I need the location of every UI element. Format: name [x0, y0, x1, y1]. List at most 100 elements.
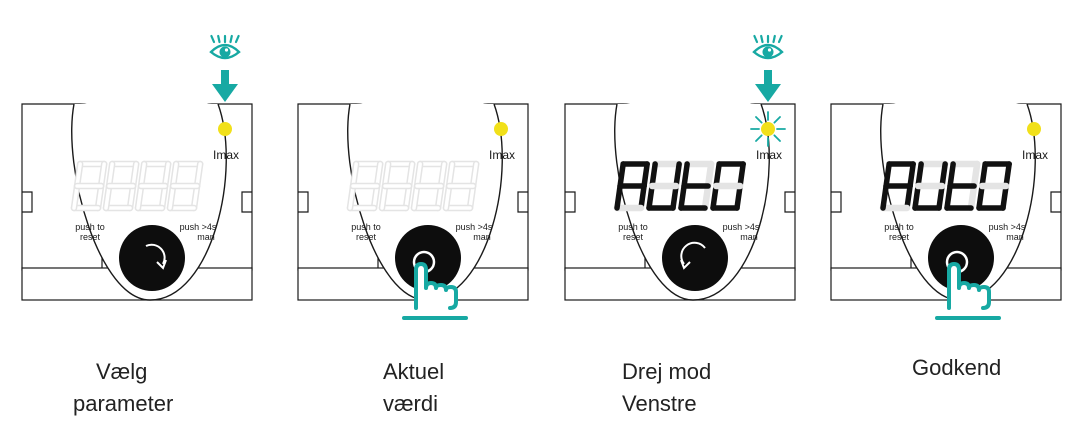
- push-man-label: push >4s: [456, 222, 493, 232]
- led-ray: [773, 116, 781, 124]
- display: [346, 160, 480, 212]
- push-man-label: push >4s: [180, 222, 217, 232]
- rotary-knob: [662, 225, 728, 291]
- segment-e: [614, 183, 623, 211]
- segment-inner-f: [351, 162, 358, 188]
- segment-inner-b: [439, 162, 446, 188]
- segment-inner-b: [131, 162, 138, 188]
- segment-e: [976, 183, 985, 211]
- segment-b: [737, 161, 746, 189]
- segment-inner-b: [99, 162, 106, 188]
- eye-lash: [217, 34, 221, 44]
- housing-notch-right: [784, 191, 795, 213]
- display-digit: [710, 161, 746, 211]
- segment-c: [701, 182, 712, 212]
- segment-f: [681, 161, 690, 189]
- segment-b: [641, 161, 650, 189]
- segment-b: [1003, 161, 1012, 189]
- segment-inner-b: [195, 162, 202, 188]
- imax-led: [218, 122, 232, 136]
- segment-c: [936, 183, 945, 211]
- eye-lash: [753, 34, 759, 44]
- imax-led: [494, 122, 508, 136]
- segment-inner-c: [160, 184, 167, 210]
- segment-inner-e: [444, 184, 451, 210]
- segment-inner-f: [383, 162, 390, 188]
- segment-c: [904, 183, 913, 211]
- arrow-head: [755, 84, 781, 102]
- display-digit: [613, 161, 650, 212]
- segment-inner-e: [72, 184, 79, 210]
- rotate-arc: [680, 241, 706, 265]
- segment-c: [670, 183, 679, 211]
- segment-c: [967, 182, 978, 212]
- segment-inner-c: [436, 184, 443, 210]
- arrow-shaft: [221, 70, 229, 88]
- imax-label: Imax: [213, 148, 239, 162]
- arrow-down-icon: [755, 70, 781, 102]
- segment-f: [713, 161, 722, 189]
- hand-outline: [414, 262, 458, 310]
- segment-e: [880, 183, 889, 211]
- segment-f: [979, 161, 988, 189]
- segment-inner-b: [163, 162, 170, 188]
- segment-f: [617, 161, 626, 189]
- segment-inner-e: [104, 184, 111, 210]
- push-man-label: man: [1006, 232, 1024, 242]
- caption-line: Venstre: [622, 391, 697, 416]
- eye-glint: [224, 48, 229, 52]
- imax-label: Imax: [756, 148, 782, 162]
- segment-inner-e: [168, 184, 175, 210]
- eye-lash: [777, 34, 783, 44]
- imax-label: Imax: [489, 148, 515, 162]
- caption-line: parameter: [73, 391, 174, 416]
- hand-outline: [947, 262, 991, 310]
- segment-e: [678, 183, 687, 211]
- push-to-reset-label: reset: [356, 232, 377, 242]
- display-digit: [944, 160, 981, 212]
- housing-notch-left: [565, 191, 576, 213]
- housing-notch-left: [22, 191, 33, 213]
- segment-inner-c: [96, 184, 103, 210]
- eye-pupil: [762, 46, 774, 58]
- caption-line: Godkend: [912, 355, 1002, 380]
- display-digit: [166, 160, 204, 212]
- push-to-reset-label: push to: [75, 222, 105, 232]
- segment-inner-e: [412, 184, 419, 210]
- display-digit: [410, 160, 448, 212]
- segment-inner-c: [128, 184, 135, 210]
- caption-line: værdi: [383, 391, 439, 416]
- pointing-hand-icon: [402, 250, 468, 320]
- segment-inner-f: [107, 162, 114, 188]
- display-digit: [912, 160, 949, 211]
- segment-e: [912, 183, 921, 211]
- eye-lash: [772, 34, 776, 44]
- segment-inner-c: [372, 184, 379, 210]
- segment-f: [649, 161, 658, 189]
- led-blink-icon: [750, 111, 786, 147]
- housing-notch-right: [1050, 191, 1061, 213]
- segment-b: [907, 161, 916, 189]
- push-to-reset-label: push to: [884, 222, 914, 232]
- segment-b: [704, 160, 715, 190]
- led-ray: [773, 134, 781, 142]
- display-digit: [346, 160, 384, 212]
- rotary-knob: [395, 225, 461, 291]
- arrow-head: [212, 84, 238, 102]
- segment-inner-e: [136, 184, 143, 210]
- caption-line: Aktuel: [383, 359, 445, 384]
- push-to-reset-label: push to: [351, 222, 381, 232]
- housing-notch-right: [241, 191, 252, 213]
- segment-inner-b: [375, 162, 382, 188]
- rotate-tip: [680, 259, 691, 270]
- display: [613, 160, 746, 212]
- caption-confirm: Godkend: [912, 352, 1001, 384]
- eye-pupil: [219, 46, 231, 58]
- segment-inner-f: [139, 162, 146, 188]
- imax-led: [761, 122, 775, 136]
